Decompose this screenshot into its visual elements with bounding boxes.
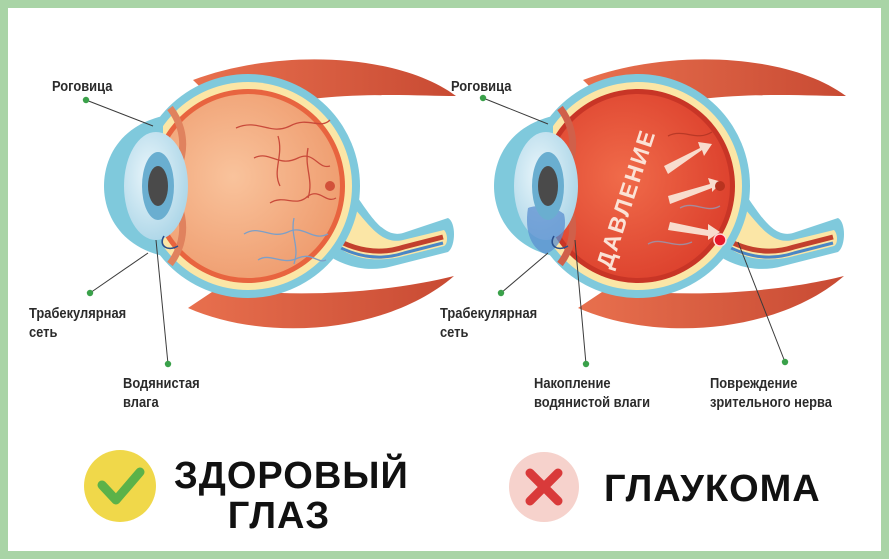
label-line: Повреждение (710, 374, 832, 393)
label-line: зрительного нерва (710, 393, 832, 412)
cornea-label-glaucoma: Роговица (451, 77, 511, 96)
label-line: сеть (29, 323, 126, 342)
verdict-line: ГЛАЗ (174, 496, 384, 536)
trabecular-label-healthy: Трабекулярная сеть (29, 304, 126, 342)
label-line: сеть (440, 323, 537, 342)
trabecular-label-glaucoma: Трабекулярная сеть (440, 304, 537, 342)
label-line: Накопление (534, 374, 650, 393)
label-line: Водянистая (123, 374, 200, 393)
pupil (538, 166, 558, 206)
label-line: влага (123, 393, 200, 412)
label-line: Трабекулярная (440, 304, 537, 323)
nerve-damage-label: Повреждение зрительного нерва (710, 374, 832, 412)
check-icon (84, 450, 156, 522)
verdict-healthy: ЗДОРОВЫЙ ГЛАЗ (174, 456, 384, 536)
damaged-optic-disc (714, 234, 726, 246)
cross-icon (509, 452, 579, 522)
cornea-label-healthy: Роговица (52, 77, 112, 96)
verdict-glaucoma: ГЛАУКОМА (604, 469, 821, 509)
label-line: Трабекулярная (29, 304, 126, 323)
aqueous-label-healthy: Водянистая влага (123, 374, 200, 412)
optic-disc (325, 181, 335, 191)
verdict-line: ЗДОРОВЫЙ (174, 456, 384, 496)
accumulation-label: Накопление водянистой влаги (534, 374, 650, 412)
label-line: водянистой влаги (534, 393, 650, 412)
glaucoma-eye: ДАВЛЕНИЕ (494, 59, 846, 328)
pupil (148, 166, 168, 206)
optic-disc (715, 181, 725, 191)
healthy-eye (104, 59, 456, 328)
